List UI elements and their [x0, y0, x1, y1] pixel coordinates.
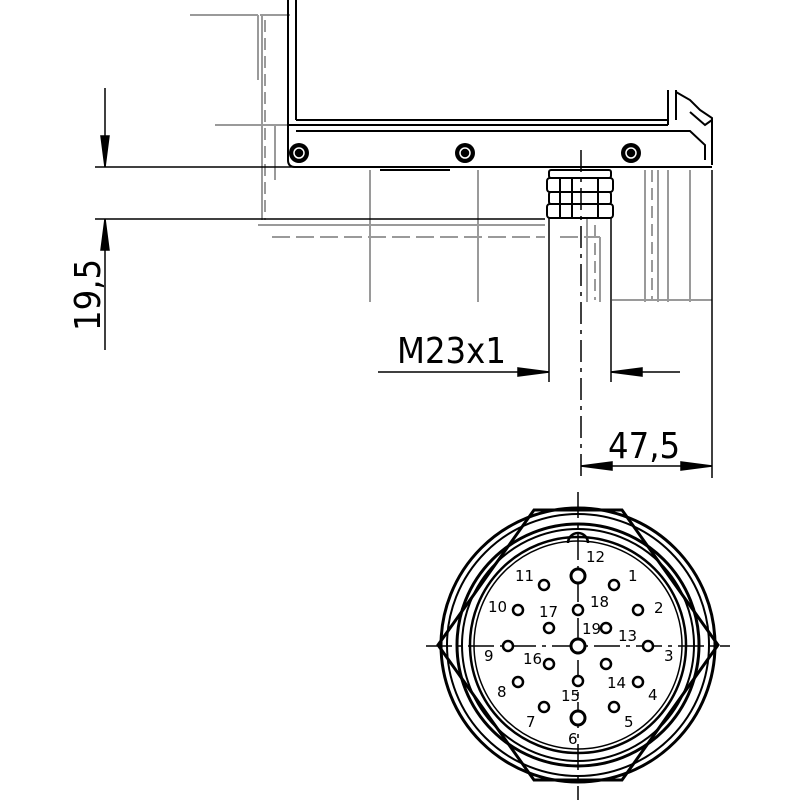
pin-16 — [542, 657, 556, 671]
pin-label-13: 13 — [618, 627, 637, 645]
background-housing-outline — [190, 14, 712, 302]
pin-17 — [542, 621, 556, 635]
pin-12 — [569, 567, 587, 585]
pin-11 — [537, 578, 551, 592]
pin-10 — [511, 603, 525, 617]
dimension-height-label: 19,5 — [68, 259, 109, 331]
housing-screws — [289, 143, 641, 163]
insert-face — [468, 535, 688, 755]
pin-label-18: 18 — [590, 593, 609, 611]
pin-label-6: 6 — [568, 730, 578, 748]
pin-label-12: 12 — [586, 548, 605, 566]
pin-label-8: 8 — [497, 683, 507, 701]
pin-label-15: 15 — [561, 687, 580, 705]
hidden-dashed-lines — [264, 20, 653, 300]
connector-side-view — [546, 169, 614, 219]
pin-13 — [599, 621, 613, 635]
pin-15 — [571, 674, 585, 688]
contact-pins — [501, 567, 655, 727]
pin-14 — [599, 657, 613, 671]
pin-label-3: 3 — [664, 647, 674, 665]
screw-right — [621, 143, 641, 163]
pin-label-9: 9 — [484, 647, 494, 665]
pin-19 — [569, 637, 587, 655]
dimension-thread-label: M23x1 — [397, 331, 506, 372]
pin-8 — [511, 675, 525, 689]
pin-label-4: 4 — [648, 686, 658, 704]
dimension-offset-label: 47,5 — [608, 426, 680, 467]
pin-6 — [569, 709, 587, 727]
pin-7 — [537, 700, 551, 714]
pin-1 — [607, 578, 621, 592]
hex-nut — [436, 508, 720, 782]
pin-label-1: 1 — [628, 567, 638, 585]
screw-left — [289, 143, 309, 163]
dimension-height — [95, 88, 545, 350]
housing-section — [287, 0, 713, 171]
coding-key — [566, 531, 590, 544]
pin-3 — [641, 639, 655, 653]
pin-2 — [631, 603, 645, 617]
pin-label-19: 19 — [582, 620, 601, 638]
pin-18 — [571, 603, 585, 617]
pin-9 — [501, 639, 515, 653]
pin-label-11: 11 — [515, 567, 534, 585]
pin-label-2: 2 — [654, 599, 664, 617]
pin-label-16: 16 — [523, 650, 542, 668]
pin-label-17: 17 — [539, 603, 558, 621]
pin-labels: 1 2 3 4 5 6 7 8 9 10 11 12 13 14 15 16 1… — [484, 548, 674, 748]
pin-label-7: 7 — [526, 713, 536, 731]
dimension-thread — [378, 218, 680, 382]
pin-5 — [607, 700, 621, 714]
pin-label-10: 10 — [488, 598, 507, 616]
outer-ring — [439, 506, 717, 784]
dimension-offset — [580, 170, 713, 478]
pin-label-5: 5 — [624, 713, 634, 731]
screw-middle — [455, 143, 475, 163]
connector-front-view — [426, 492, 730, 800]
pin-4 — [631, 675, 645, 689]
pin-label-14: 14 — [607, 674, 626, 692]
